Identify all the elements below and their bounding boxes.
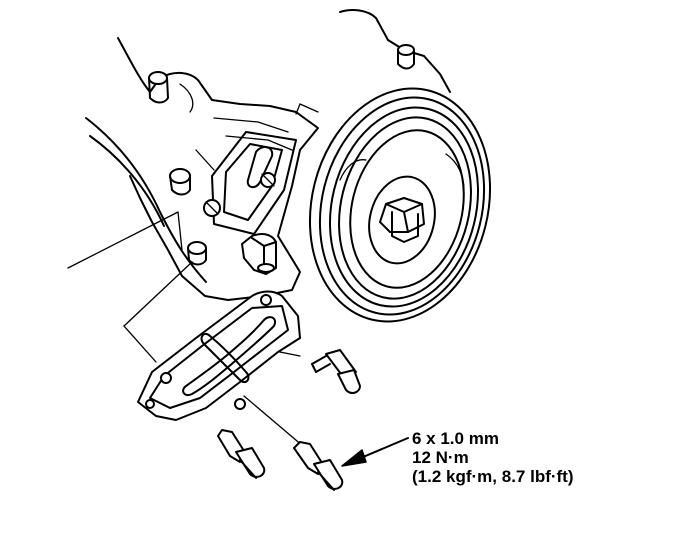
block-boss-lower bbox=[187, 241, 207, 266]
torque-alt-label: (1.2 kgf·m, 8.7 lbf·ft) bbox=[412, 467, 574, 486]
block-boss-right bbox=[397, 44, 415, 70]
bolt-lower-left bbox=[217, 429, 266, 479]
bolt-lower-right bbox=[293, 441, 344, 491]
torque-metric-label: 12 N·m bbox=[412, 448, 469, 467]
bolt-right bbox=[311, 349, 361, 394]
block-boss-left bbox=[169, 168, 191, 196]
engine-block bbox=[85, 9, 451, 301]
callout-arrow bbox=[341, 437, 409, 467]
sensor bbox=[241, 233, 277, 275]
bolt-size-label: 6 x 1.0 mm bbox=[412, 429, 499, 448]
cover-plate bbox=[137, 290, 301, 421]
block-boss-top bbox=[148, 71, 169, 104]
pulley-bolt bbox=[379, 197, 425, 243]
block-opening bbox=[203, 131, 297, 235]
